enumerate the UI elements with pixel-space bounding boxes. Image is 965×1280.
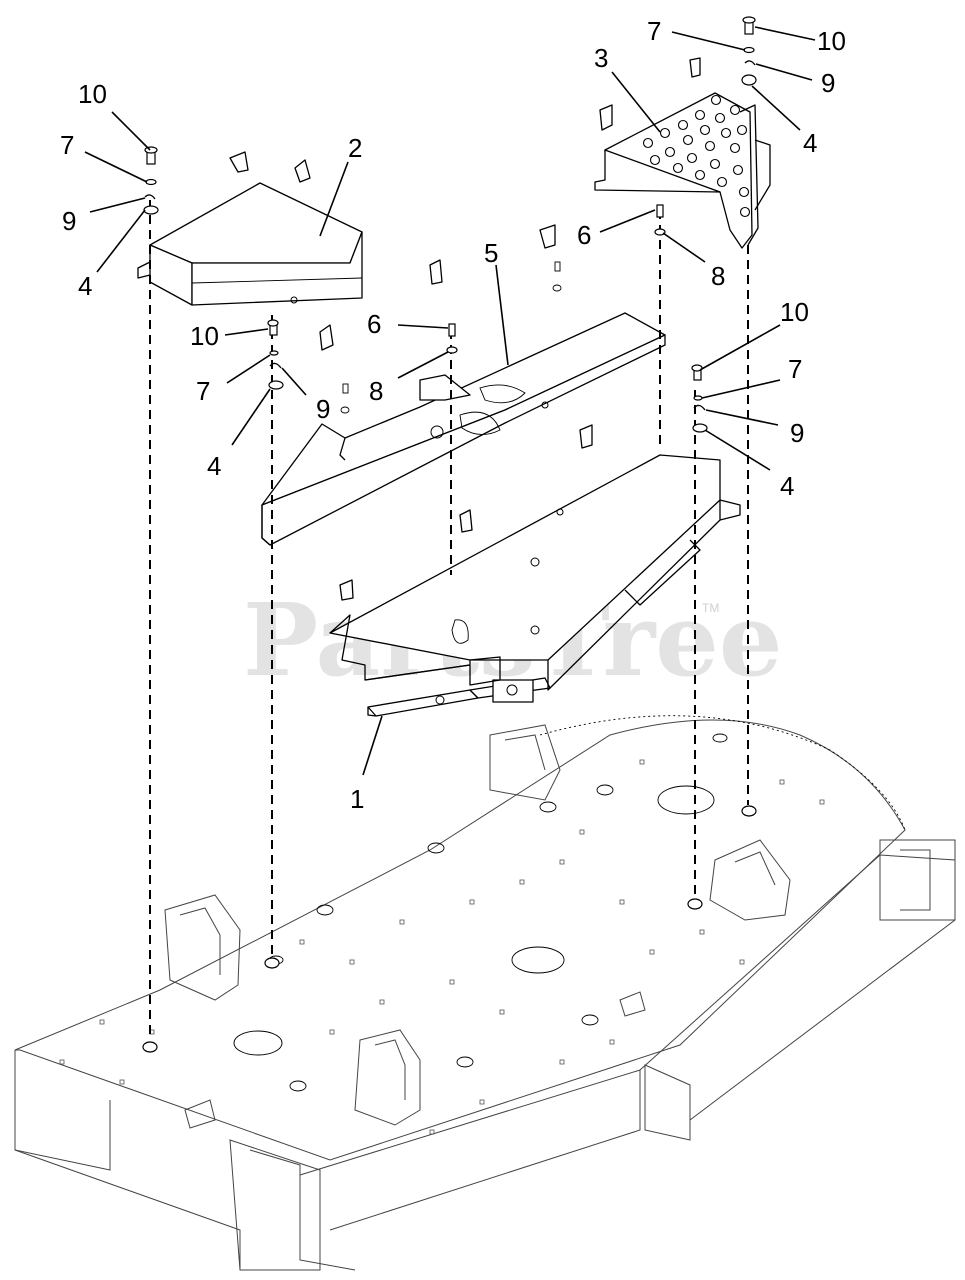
callout-10-mid-left: 10 [190, 321, 219, 351]
watermark-tm: TM [702, 601, 719, 615]
mower-deck [14, 715, 956, 1271]
callout-9-right: 9 [790, 418, 804, 448]
alignment-lines [149, 200, 749, 1040]
part-3-shield [594, 92, 771, 249]
callout-9-top-right: 9 [821, 68, 835, 98]
callout-1: 1 [350, 784, 364, 814]
callout-9-mid-left: 9 [316, 394, 330, 424]
part-2-shield [137, 182, 363, 306]
fasteners [143, 16, 757, 601]
callout-6-right: 6 [577, 220, 591, 250]
callout-6-center: 6 [367, 309, 381, 339]
callout-4-right: 4 [780, 471, 794, 501]
leader-lines [84, 26, 816, 776]
callout-2: 2 [348, 133, 362, 163]
lower-deck-cover [329, 454, 741, 691]
callout-5: 5 [484, 238, 498, 268]
callout-8-center: 8 [369, 376, 383, 406]
callout-4-mid-left: 4 [207, 451, 221, 481]
callout-7-mid-left: 7 [196, 376, 210, 406]
callout-3: 3 [594, 43, 608, 73]
callout-9-left: 9 [62, 206, 76, 236]
callout-10-left: 10 [78, 79, 107, 109]
part-1-bracket [367, 677, 551, 717]
part-5-cover [261, 312, 666, 546]
callout-4-left: 4 [78, 271, 92, 301]
callout-labels: 1 2 3 4 4 4 4 5 6 6 7 7 7 7 8 8 9 9 9 9 … [60, 16, 846, 814]
callout-7-left: 7 [60, 130, 74, 160]
callout-8-right: 8 [711, 261, 725, 291]
callout-4-top-right: 4 [803, 128, 817, 158]
callout-7-top-right: 7 [647, 16, 661, 46]
callout-7-right: 7 [788, 354, 802, 384]
callout-10-right: 10 [780, 297, 809, 327]
callout-10-top-right: 10 [817, 26, 846, 56]
